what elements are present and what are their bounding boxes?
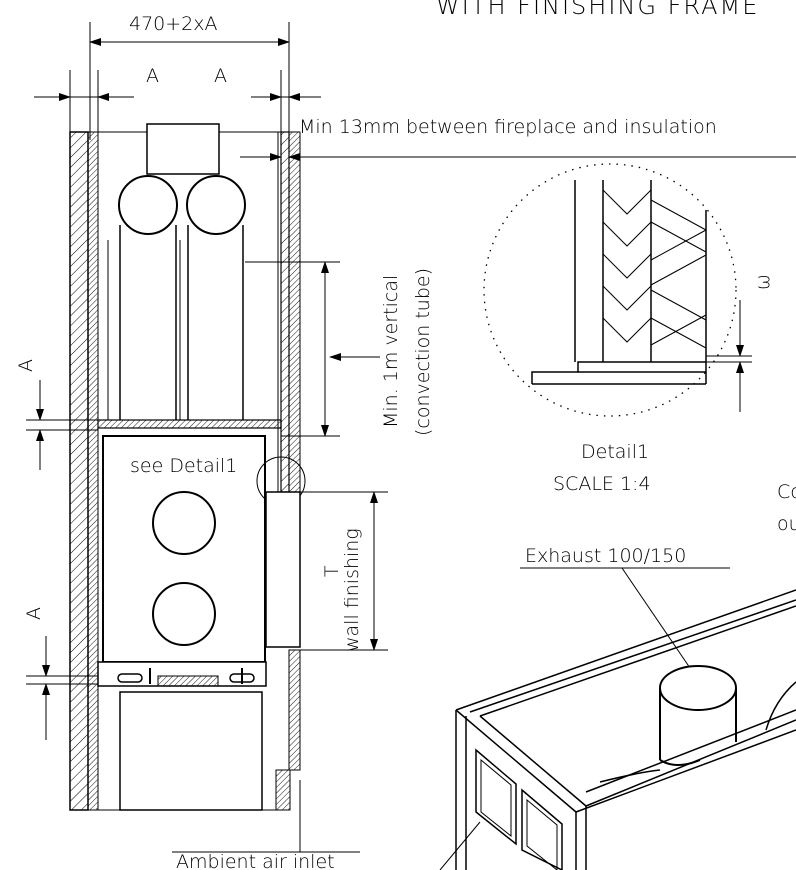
fireplace-base: [26, 661, 267, 811]
separator-shelf: [26, 419, 282, 431]
detail1-view: ω: [483, 163, 774, 417]
wall-finishing-frame: T wall finishing: [265, 491, 388, 652]
detail1-chevron-hatch: [602, 189, 707, 349]
wall-finishing-t-label: T: [321, 565, 343, 577]
dimension-convection: Min. 1m vertical (convection tube): [245, 261, 434, 437]
cut-right-text-1: Co: [777, 481, 796, 503]
dimension-a-side-lower-label: A: [23, 607, 45, 620]
top-outlet-block: [146, 123, 220, 175]
left-wall: [69, 131, 99, 811]
isometric-view: Exhaust 100/150: [455, 545, 796, 870]
dimension-a-top: A A: [34, 65, 321, 140]
detail1-scale: SCALE 1:4: [553, 473, 651, 495]
min-gap-annotation: Min 13mm between fireplace and insulatio…: [240, 116, 796, 161]
detail1-title: Detail1: [581, 441, 649, 463]
dimension-a-side-upper-label: A: [15, 359, 37, 372]
right-wall: [277, 131, 301, 493]
exhaust-label: Exhaust 100/150: [525, 545, 686, 567]
detail1-dim-label: ω: [752, 274, 774, 290]
dimension-a-side-upper: A: [15, 359, 44, 470]
dimension-a-left-label: A: [146, 65, 159, 87]
dimension-top-width-label: 470+2xA: [129, 13, 218, 35]
wall-finishing-label: wall finishing: [341, 528, 363, 652]
min-gap-label: Min 13mm between fireplace and insulatio…: [299, 116, 717, 138]
ambient-air-leader: Ambient air inlet: [172, 780, 360, 870]
dimension-a-side-lower: A: [23, 607, 50, 740]
ambient-air-label: Ambient air inlet: [176, 851, 335, 870]
convection-label-line1: Min. 1m vertical: [380, 275, 402, 428]
drawing-title-partial: WITH FINISHING FRAME: [436, 0, 759, 20]
convection-label-line2: (convection tube): [412, 268, 434, 436]
cut-right-text-2: ou: [777, 513, 796, 535]
convection-tubes: [107, 175, 340, 420]
dimension-top-width: 470+2xA: [89, 13, 290, 140]
right-lower-wall: [70, 649, 301, 811]
see-detail-label: see Detail1: [130, 455, 237, 477]
dimension-a-right-label: A: [214, 65, 227, 87]
fireplace-body: see Detail1: [102, 435, 266, 663]
